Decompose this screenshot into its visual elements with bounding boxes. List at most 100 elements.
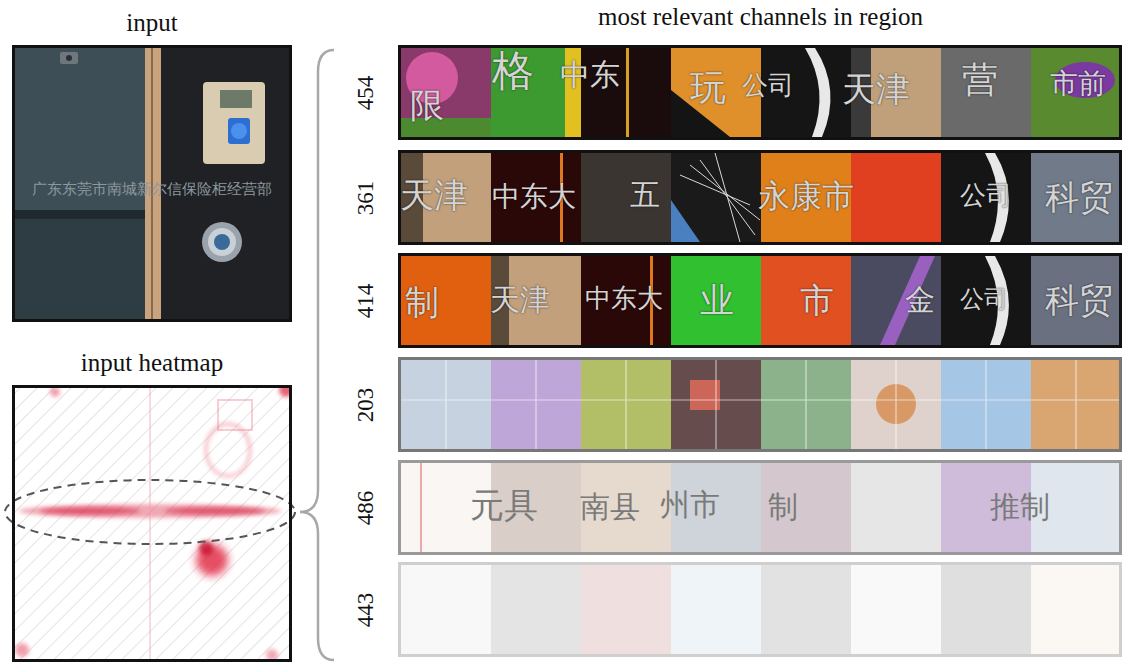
image-panel: input广东东莞市南城新尔信保险柜经营部 (12, 45, 292, 322)
illustration-part (680, 153, 760, 242)
patch-text-fragment: 天津 (400, 178, 468, 212)
patch-text-fragment: 制 (768, 492, 798, 522)
illustration-part (1031, 153, 1119, 242)
channel-number: 443 (353, 592, 379, 627)
illustration-part (401, 256, 491, 345)
illustration-part (851, 153, 941, 242)
channel-number-holder: 203 (343, 360, 389, 449)
channel-row: 486 (398, 460, 1122, 555)
illustration-part (851, 463, 941, 552)
patch-row (401, 256, 1119, 345)
illustration-part (214, 234, 230, 250)
illustration-part (761, 256, 851, 345)
illustration-part (231, 123, 247, 139)
illustration-part (401, 360, 1119, 449)
illustration-part (1031, 48, 1119, 137)
illustration-part (12, 219, 145, 322)
input-photo (12, 45, 292, 322)
channel-number-holder: 414 (343, 256, 389, 345)
illustration-part (165, 507, 265, 515)
image-panel: input heatmap (12, 385, 292, 662)
illustration-part (581, 153, 671, 242)
illustration-part (15, 643, 29, 657)
patch-text-fragment: 市前 (1050, 70, 1106, 98)
illustration-part (941, 256, 1031, 345)
patch-row (401, 565, 1119, 654)
illustration-part (491, 565, 581, 654)
illustration-part (401, 48, 491, 137)
illustration-part (149, 388, 151, 660)
illustration-part (66, 55, 72, 61)
patch-text-fragment: 中东大 (585, 285, 663, 311)
channel-number: 414 (353, 283, 379, 318)
patch-text-fragment: 中东 (560, 60, 620, 90)
patch-text-fragment: 限 (410, 88, 444, 122)
illustration-part (199, 541, 213, 555)
patch-text-fragment: 科贸 (1045, 283, 1113, 317)
illustration-part (941, 48, 1031, 137)
illustration-part (12, 385, 292, 662)
illustration-part (220, 90, 252, 108)
patch-text-fragment: 科贸 (1045, 180, 1113, 214)
channel-row: 361 (398, 150, 1122, 245)
channel-number: 486 (353, 490, 379, 525)
patch-text-fragment: 市 (800, 283, 834, 317)
illustration-part (203, 82, 265, 164)
illustration-part (202, 222, 242, 262)
illustration-part (206, 424, 250, 476)
curly-brace (300, 50, 334, 660)
illustration-part (208, 228, 236, 256)
illustration-part (581, 256, 671, 345)
illustration-part (581, 565, 671, 654)
panel-heading: input heatmap (0, 349, 309, 377)
illustration-part (50, 387, 60, 397)
channel-number-holder: 361 (343, 153, 389, 242)
channel-row: 443 (398, 562, 1122, 657)
illustration-part (228, 118, 250, 144)
patch-text-fragment: 公司 (960, 182, 1012, 208)
illustration-part (671, 256, 761, 345)
patch-text-fragment: 格 (492, 50, 534, 92)
patch-text-fragment: 推制 (990, 492, 1050, 522)
channel-row: 414 (398, 253, 1122, 348)
channel-number: 203 (353, 387, 379, 422)
patch-text-fragment: 营 (962, 62, 998, 98)
illustration-part (581, 463, 671, 552)
patch-text-fragment: 天津 (842, 72, 910, 106)
illustration-part (1031, 256, 1119, 345)
patch-text-fragment: 金 (905, 285, 935, 315)
channel-number-holder: 443 (343, 565, 389, 654)
patch-text-fragment: 公司 (742, 72, 794, 98)
patch-row (401, 463, 1119, 552)
patch-text-fragment: 永康市 (758, 180, 854, 212)
patch-row (401, 360, 1119, 449)
channel-number-holder: 454 (343, 48, 389, 137)
patch-text-fragment: 中东大 (492, 183, 576, 211)
illustration-part (218, 400, 252, 430)
illustration-part (1031, 360, 1119, 449)
channel-number: 454 (353, 75, 379, 110)
illustration-part (761, 565, 851, 654)
illustration-part (12, 385, 292, 662)
illustration-part (491, 153, 581, 242)
patch-row (401, 48, 1119, 137)
channel-row: 203 (398, 357, 1122, 452)
patch-text-fragment: 元具 (470, 488, 538, 522)
illustration-part (941, 565, 1031, 654)
patch-text-fragment: 五 (630, 180, 660, 210)
illustration-part (401, 565, 491, 654)
column-heading: most relevant channels in region (598, 4, 923, 29)
region-ellipse (5, 480, 295, 544)
channel-number: 361 (353, 180, 379, 215)
illustration-part (626, 48, 629, 137)
watermark-text: 广东东莞市南城新尔信保险柜经营部 (32, 180, 272, 199)
patch-text-fragment: 南县 (580, 492, 640, 522)
illustration-part (761, 463, 851, 552)
patch-text-fragment: 公司 (960, 287, 1008, 311)
patch-text-fragment: 制 (405, 285, 439, 319)
panel-heading: input (0, 9, 309, 37)
illustration-part (671, 565, 761, 654)
patch-text-fragment: 天津 (490, 285, 550, 315)
illustration-part (671, 200, 700, 242)
illustration-part (941, 153, 1031, 242)
